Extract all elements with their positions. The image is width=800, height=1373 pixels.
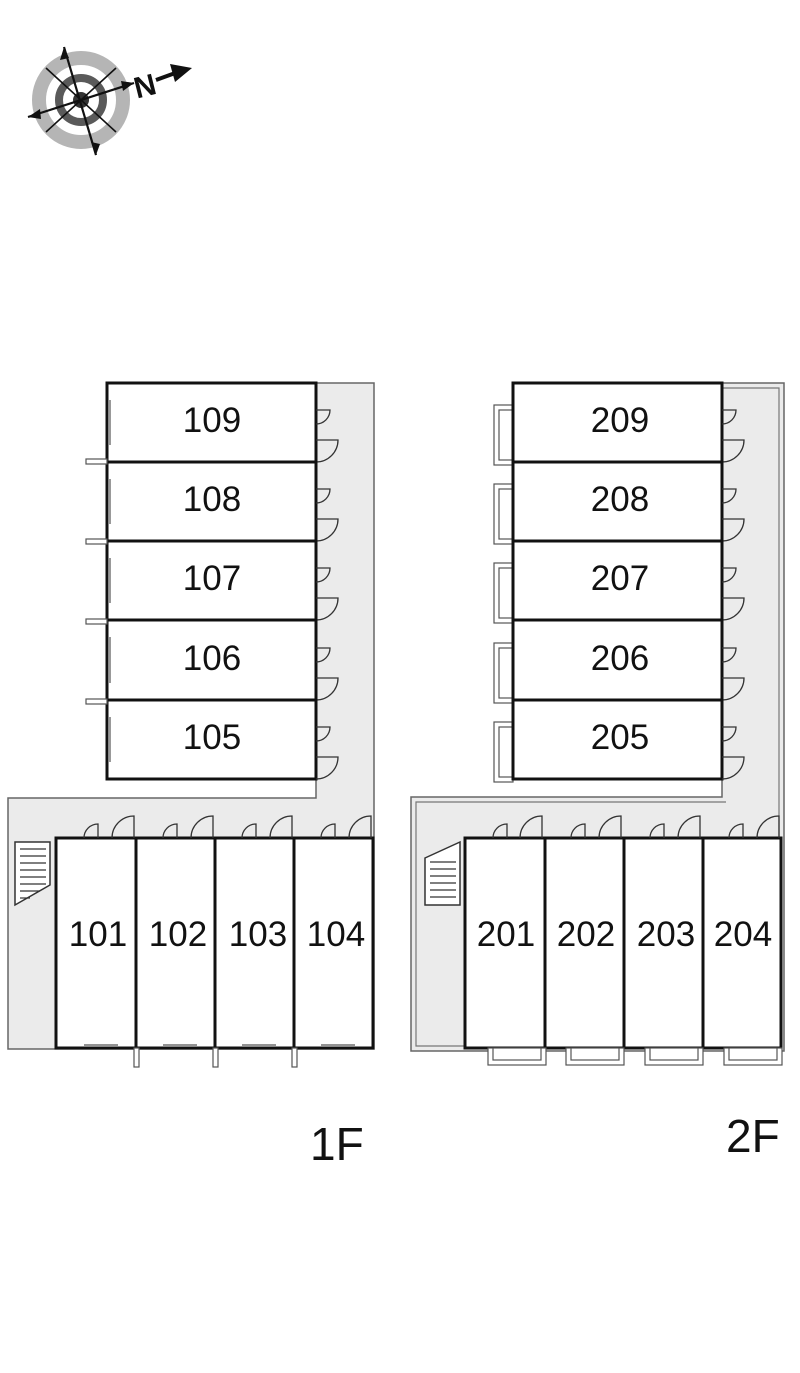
- door-icon: [315, 488, 331, 504]
- door-icon: [83, 823, 99, 839]
- unit-label: 106: [183, 639, 241, 678]
- unit-101: 101: [54, 815, 138, 1050]
- unit-label: 104: [307, 915, 365, 954]
- unit-107: 107: [105, 539, 339, 622]
- door-icon: [728, 823, 744, 839]
- door-icon: [315, 647, 331, 663]
- unit-label: 201: [477, 915, 535, 954]
- unit-label: 107: [183, 559, 241, 598]
- door-icon: [570, 823, 586, 839]
- door-icon: [721, 756, 745, 780]
- floor-2f: 209 208 207 206 205: [410, 381, 785, 1162]
- unit-label: 208: [591, 480, 649, 519]
- north-label: N: [131, 68, 160, 105]
- floor-label-1f: 1F: [310, 1118, 364, 1170]
- unit-202: 202: [543, 815, 626, 1050]
- compass-rose-icon: [27, 46, 135, 156]
- unit-label: 102: [149, 915, 207, 954]
- door-icon: [269, 815, 293, 839]
- door-icon: [111, 815, 135, 839]
- window-marks: [85, 400, 111, 762]
- door-icon: [756, 815, 780, 839]
- door-icon: [348, 815, 372, 839]
- unit-label: 109: [183, 401, 241, 440]
- door-icon: [598, 815, 622, 839]
- door-icon: [721, 647, 737, 663]
- balcony-marks: [487, 1047, 783, 1066]
- door-icon: [721, 726, 737, 742]
- unit-label: 108: [183, 480, 241, 519]
- stairs-1f: [14, 841, 51, 907]
- unit-label: 204: [714, 915, 772, 954]
- door-icon: [315, 518, 339, 542]
- door-icon: [519, 815, 543, 839]
- door-icon: [320, 823, 336, 839]
- unit-204: 204: [701, 815, 783, 1050]
- stairs-2f: [424, 840, 461, 906]
- door-icon: [190, 815, 214, 839]
- door-icon: [315, 597, 339, 621]
- door-icon: [315, 756, 339, 780]
- unit-label: 209: [591, 401, 649, 440]
- door-icon: [315, 409, 331, 425]
- unit-206: 206: [511, 618, 745, 702]
- door-icon: [721, 597, 745, 621]
- door-icon: [677, 815, 701, 839]
- door-icon: [721, 488, 737, 504]
- door-icon: [492, 823, 508, 839]
- unit-209: 209: [511, 381, 745, 464]
- door-icon: [315, 567, 331, 583]
- unit-205: 205: [511, 698, 745, 781]
- unit-label: 206: [591, 639, 649, 678]
- unit-label: 203: [637, 915, 695, 954]
- door-icon: [315, 726, 331, 742]
- door-icon: [241, 823, 257, 839]
- unit-label: 207: [591, 559, 649, 598]
- door-icon: [721, 409, 737, 425]
- door-icon: [315, 677, 339, 701]
- unit-label: 105: [183, 718, 241, 757]
- unit-109: 109: [105, 381, 339, 464]
- unit-label: 205: [591, 718, 649, 757]
- unit-104: 104: [292, 815, 375, 1050]
- unit-106: 106: [105, 618, 339, 702]
- door-icon: [721, 567, 737, 583]
- door-icon: [721, 677, 745, 701]
- unit-208: 208: [511, 460, 745, 543]
- balcony-marks: [493, 404, 514, 783]
- unit-label: 202: [557, 915, 615, 954]
- floor-1f: 109 108 107 106 105: [7, 381, 375, 1170]
- unit-label: 103: [229, 915, 287, 954]
- unit-102: 102: [134, 815, 217, 1050]
- door-icon: [649, 823, 665, 839]
- door-icon: [721, 518, 745, 542]
- floor-label-2f: 2F: [726, 1110, 780, 1162]
- unit-201: 201: [463, 815, 547, 1050]
- unit-203: 203: [622, 815, 705, 1050]
- unit-105: 105: [105, 698, 339, 781]
- unit-103: 103: [213, 815, 296, 1050]
- door-icon: [315, 439, 339, 463]
- unit-108: 108: [105, 460, 339, 543]
- door-icon: [162, 823, 178, 839]
- unit-207: 207: [511, 539, 745, 622]
- north-arrow-icon: [155, 64, 192, 82]
- window-marks: [84, 1044, 355, 1068]
- unit-label: 101: [69, 915, 127, 954]
- door-icon: [721, 439, 745, 463]
